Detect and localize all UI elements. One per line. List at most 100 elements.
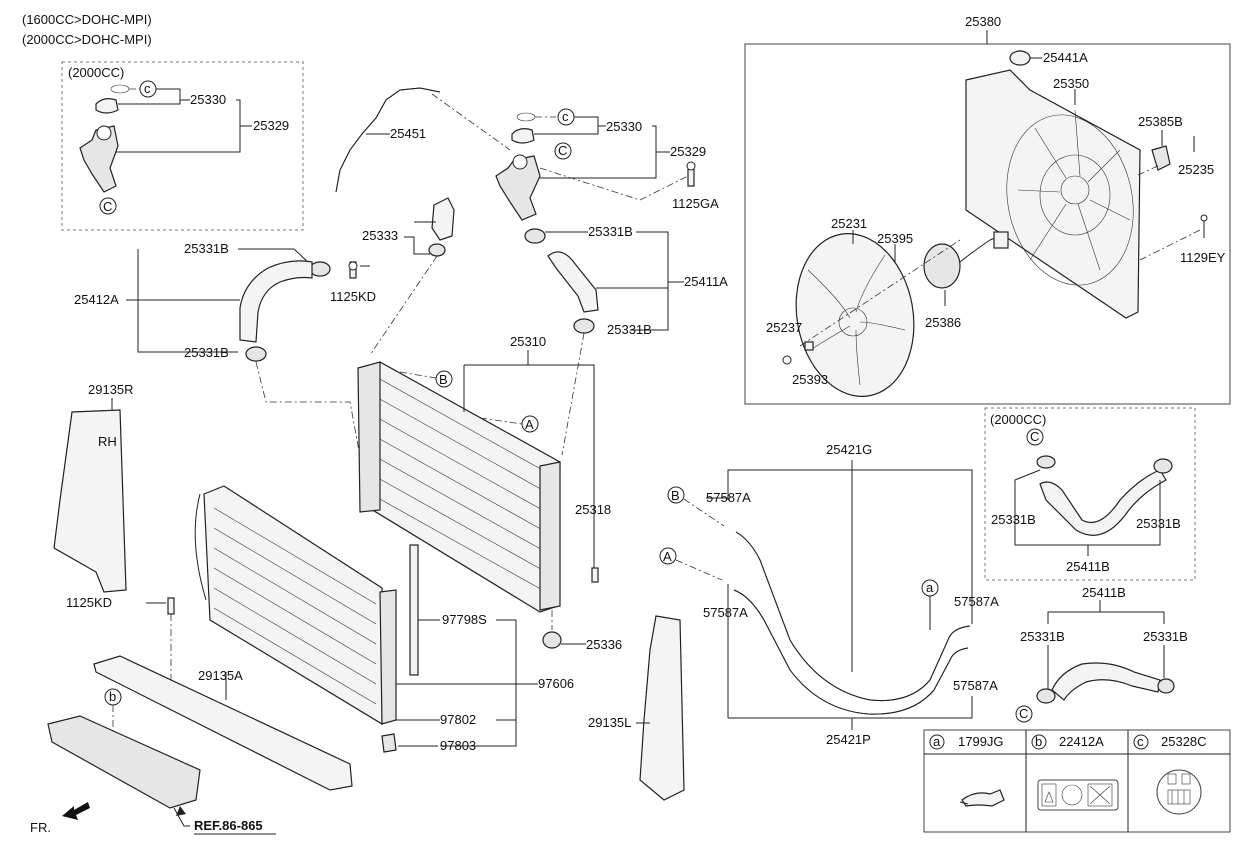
ref-A1[interactable]: [521, 415, 539, 433]
label-FR: FR.: [30, 820, 51, 835]
label-REF-86-865: REF.86-865: [194, 818, 263, 833]
svg-text:C: C: [103, 199, 112, 214]
ref-C-mid[interactable]: [554, 142, 572, 160]
label-57587A-4: 57587A: [953, 678, 998, 693]
label-25331B-inset-right: 25331B: [1136, 516, 1181, 531]
svg-text:B: B: [439, 372, 448, 387]
inset-2000cc-right: [984, 407, 1196, 581]
label-57587A-3: 57587A: [954, 594, 999, 609]
inset-2000cc-left: [61, 61, 304, 231]
svg-text:A: A: [525, 417, 534, 432]
label-25350: 25350: [1053, 76, 1089, 91]
ref-c-lower[interactable]: [1015, 705, 1033, 723]
cable-tie-icon: [959, 789, 1005, 807]
label-1125GA: 1125GA: [672, 196, 719, 211]
guard-29135R-shape: [53, 409, 127, 593]
svg-text:b: b: [109, 689, 116, 704]
svg-text:A: A: [663, 549, 672, 564]
legend-table: [923, 729, 1231, 833]
engine-label-1600: (1600CC>DOHC-MPI): [22, 12, 152, 27]
label-25331B-top: 25331B: [588, 224, 633, 239]
engine-label-2000: (2000CC>DOHC-MPI): [22, 32, 152, 47]
ref-B1[interactable]: [435, 370, 453, 388]
filler-fitting-shape: [79, 125, 119, 193]
ref-A2[interactable]: [659, 547, 677, 565]
legend-part-a: 1799JG: [958, 734, 1004, 749]
label-25333: 25333: [362, 228, 398, 243]
svg-text:C: C: [1030, 429, 1039, 444]
label-97606: 97606: [538, 676, 574, 691]
cap-label-icon: [1156, 769, 1202, 815]
label-97802: 97802: [440, 712, 476, 727]
label-25329-inset: 25329: [253, 118, 289, 133]
svg-text:RH: RH: [98, 434, 117, 449]
label-57587A-1: 57587A: [706, 490, 751, 505]
hose-25411B-shape: [1051, 662, 1161, 701]
label-25421P: 25421P: [826, 732, 871, 747]
fan-blade-shape: [795, 233, 915, 397]
label-25386: 25386: [925, 315, 961, 330]
motor-connector-shape: [993, 231, 1009, 249]
ref-c-bottom[interactable]: [99, 197, 117, 215]
label-97803: 97803: [440, 738, 476, 753]
label-25318: 25318: [575, 502, 611, 517]
radiator-shape: [365, 361, 561, 613]
label-25393: 25393: [792, 372, 828, 387]
svg-text:C: C: [1019, 706, 1028, 721]
label-25331B-mid: 25331B: [607, 322, 652, 337]
resistor-shape: [1151, 145, 1171, 171]
fr-arrow-icon: [62, 802, 90, 820]
label-25231: 25231: [831, 216, 867, 231]
legend-part-c: 25328C: [1161, 734, 1207, 749]
label-25331B-lower-right: 25331B: [1143, 629, 1188, 644]
label-25237: 25237: [766, 320, 802, 335]
warning-label-icon: [1037, 779, 1119, 811]
label-29135R: 29135R: [88, 382, 134, 397]
label-25385B: 25385B: [1138, 114, 1183, 129]
label-25380: 25380: [965, 14, 1001, 29]
label-25310: 25310: [510, 334, 546, 349]
label-25330: 25330: [606, 119, 642, 134]
ref-B2[interactable]: [667, 486, 685, 504]
label-25331B-left-bottom: 25331B: [184, 345, 229, 360]
label-25330-inset: 25330: [190, 92, 226, 107]
reservoir-cap-shape: [1009, 50, 1031, 66]
lower-cover-shape: [47, 715, 201, 809]
label-25235: 25235: [1178, 162, 1214, 177]
label-25395: 25395: [877, 231, 913, 246]
filler-fitting-main-shape: [495, 155, 541, 221]
hose-25411A-shape: [547, 251, 599, 313]
label-25441A: 25441A: [1043, 50, 1088, 65]
label-25331B-lower-left: 25331B: [1020, 629, 1065, 644]
cover-29135A-shape: [93, 655, 353, 791]
fan-motor-shape: [923, 243, 961, 289]
label-25329: 25329: [670, 144, 706, 159]
label-25331B-left-top: 25331B: [184, 241, 229, 256]
guard-29135L-shape: [639, 615, 685, 801]
cap-shape: [95, 98, 119, 114]
hose-25412A-shape: [239, 260, 313, 343]
bracket-shape: [431, 197, 455, 241]
legend-letter-c: c: [1137, 734, 1144, 749]
legend-letter-b: b: [1035, 734, 1042, 749]
ref-c-inset[interactable]: [1026, 428, 1044, 446]
label-25411B: 25411B: [1082, 585, 1126, 600]
legend-letter-a: a: [933, 734, 941, 749]
label-97798S: 97798S: [442, 612, 487, 627]
svg-text:c: c: [144, 81, 151, 96]
washer-shape: [804, 341, 814, 351]
inset-left-title: (2000CC): [68, 65, 124, 80]
clip-shape: [782, 355, 792, 365]
bolt-1125kd-lower-shape: [167, 597, 175, 615]
label-29135A: 29135A: [198, 668, 243, 683]
inset-right-title: (2000CC): [990, 412, 1046, 427]
label-25331B-inset-left: 25331B: [991, 512, 1036, 527]
seal-ring-shape: [110, 84, 130, 94]
label-25421G: 25421G: [826, 442, 872, 457]
label-57587A-2: 57587A: [703, 605, 748, 620]
svg-text:a: a: [926, 580, 934, 595]
hose-25411B-inset-shape: [1039, 469, 1167, 536]
label-25411B-inset: 25411B: [1066, 559, 1110, 574]
label-25411A: 25411A: [684, 274, 728, 289]
